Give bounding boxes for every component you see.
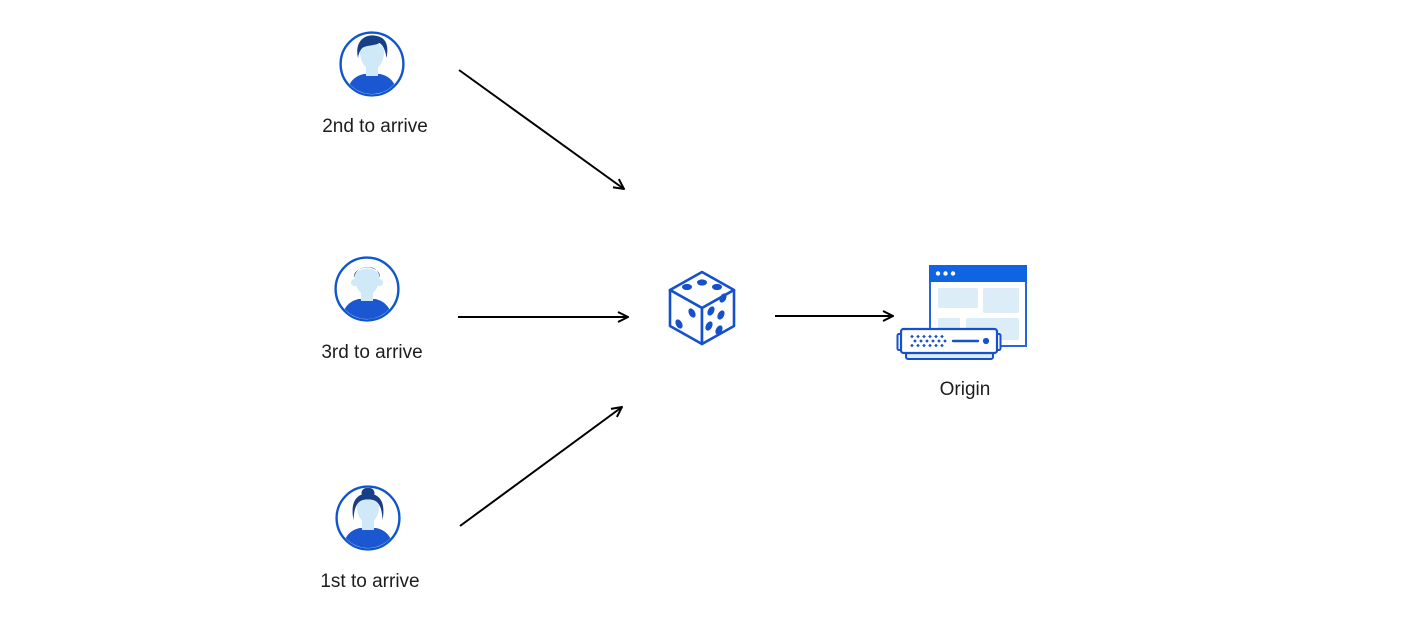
node-label-user-1st: 1st to arrive bbox=[320, 571, 420, 592]
node-label-origin: Origin bbox=[939, 379, 991, 400]
node-user-2nd bbox=[339, 31, 405, 102]
origin-server bbox=[896, 327, 1002, 360]
arrow-user1st-to-dice bbox=[459, 407, 622, 527]
origin-server-browser-icon bbox=[896, 265, 1027, 360]
server-vents bbox=[910, 334, 947, 348]
user-avatar-female-bun-icon bbox=[335, 485, 401, 551]
dice-pips bbox=[675, 279, 727, 335]
node-label-user-2nd: 2nd to arrive bbox=[322, 116, 428, 137]
node-randomizer bbox=[666, 268, 738, 355]
node-origin bbox=[896, 262, 1030, 367]
node-user-3rd bbox=[334, 256, 400, 327]
browser-window bbox=[929, 265, 1027, 347]
user-avatar-male-short-hair-icon bbox=[334, 256, 400, 322]
node-user-1st bbox=[335, 485, 401, 556]
user-avatar-male-swept-hair-icon bbox=[339, 31, 405, 97]
node-label-user-3rd: 3rd to arrive bbox=[321, 342, 423, 363]
dice-icon bbox=[668, 270, 736, 346]
browser-titlebar bbox=[929, 265, 1027, 282]
arrow-user2nd-to-dice bbox=[458, 69, 624, 189]
